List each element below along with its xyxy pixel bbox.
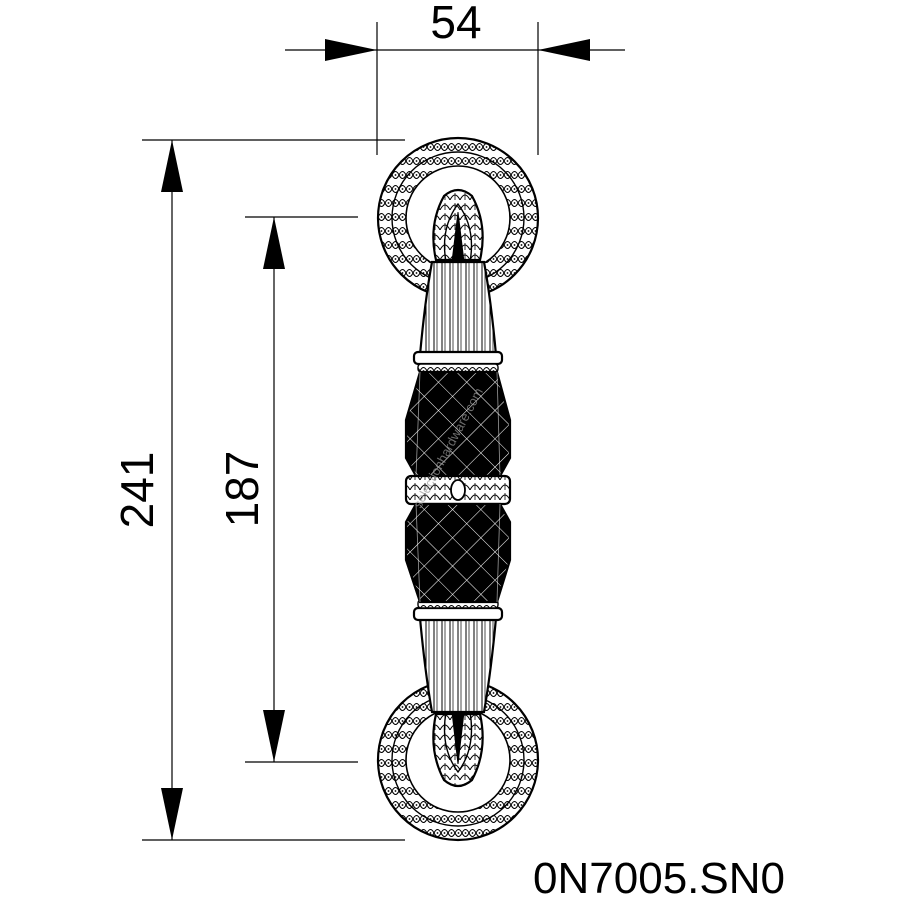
overall-length-dimension: 241 (111, 139, 405, 841)
center-arrow-bottom (263, 710, 285, 762)
overall-arrow-top (161, 140, 183, 192)
overall-length-value: 241 (111, 452, 163, 529)
overall-arrow-bottom (161, 788, 183, 840)
handle-illustration (376, 136, 540, 842)
center-arrow-top (263, 217, 285, 269)
width-arrow-left (325, 39, 377, 61)
lower-crystal (404, 502, 512, 604)
center-distance-dimension: 187 (216, 216, 358, 763)
width-value: 54 (430, 0, 481, 48)
center-distance-value: 187 (216, 451, 268, 528)
top-neck (412, 188, 504, 373)
bottom-neck (412, 599, 504, 788)
product-code: 0N7005.SN0 (533, 854, 785, 900)
width-arrow-right (538, 39, 590, 61)
width-dimension: 54 (285, 0, 625, 155)
